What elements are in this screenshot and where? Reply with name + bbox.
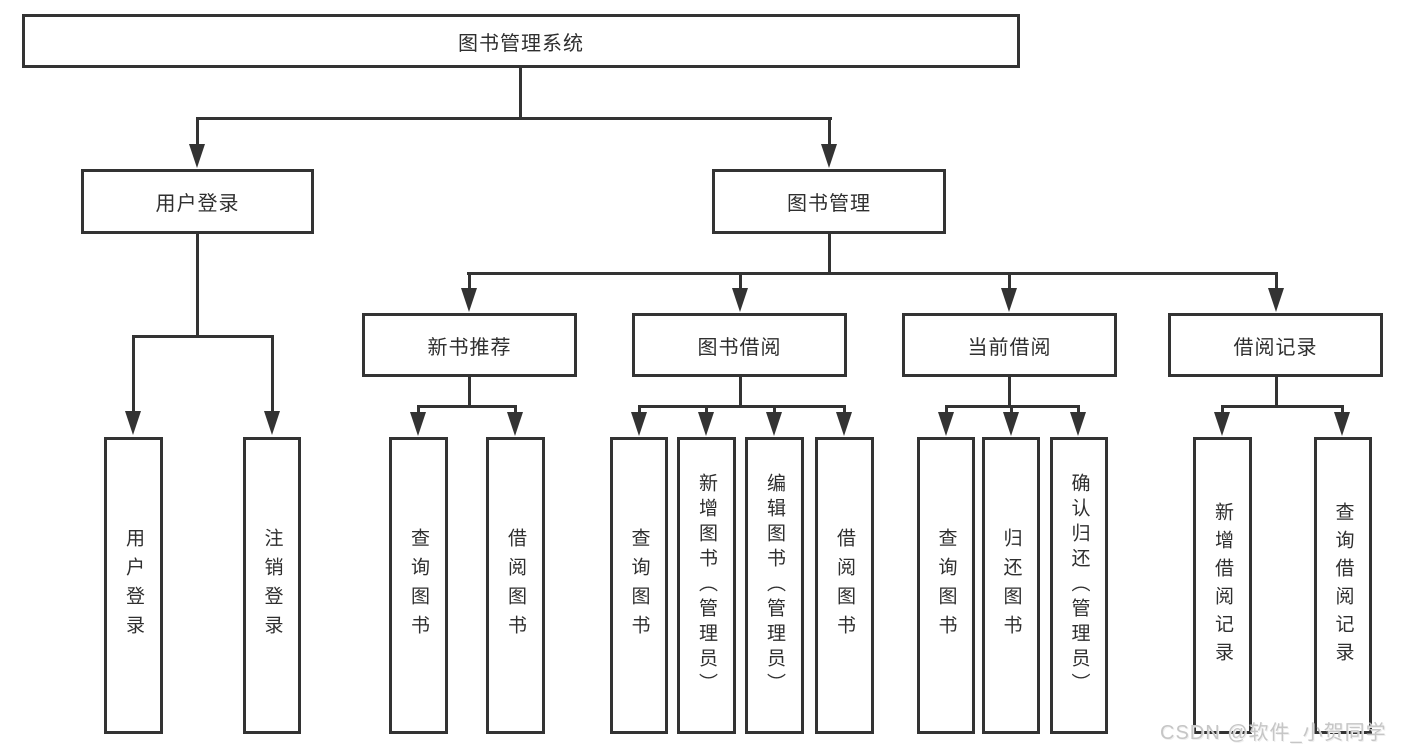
connector-borrow-record-horizontal xyxy=(1221,405,1344,408)
connector-level3-horizontal xyxy=(467,272,1278,275)
leaf-label: 查询图书 xyxy=(628,527,650,644)
leaf-label: 查询图书 xyxy=(935,527,957,644)
leaf-query-book-current: 查询图书 xyxy=(917,437,975,734)
connector-user-login-horizontal xyxy=(132,335,274,338)
arrowhead-book-borrow xyxy=(732,288,748,312)
leaf-label: 借阅图书 xyxy=(834,527,855,644)
arrowhead-new-book xyxy=(461,288,477,312)
arrowhead-leaf xyxy=(631,412,647,436)
node-label: 用户登录 xyxy=(155,193,240,215)
arrowhead-current-borrow xyxy=(1001,288,1017,312)
arrowhead-book-mgmt xyxy=(821,144,837,168)
connector-to-book-borrow xyxy=(739,272,742,290)
connector-to-borrow-record xyxy=(1275,272,1278,290)
connector-leaf xyxy=(773,405,776,415)
leaf-add-borrow-record: 新增借阅记录 xyxy=(1193,437,1252,734)
leaf-user-login: 用户登录 xyxy=(104,437,163,734)
node-book-mgmt: 图书管理 xyxy=(712,169,946,234)
leaf-edit-book-admin: 编辑图书（管理员） xyxy=(745,437,804,734)
node-label: 图书管理系统 xyxy=(458,32,584,55)
leaf-confirm-return-admin: 确认归还（管理员） xyxy=(1050,437,1108,734)
node-user-login: 用户登录 xyxy=(81,169,314,234)
node-current-borrow: 当前借阅 xyxy=(902,313,1117,377)
leaf-query-borrow-record: 查询借阅记录 xyxy=(1314,437,1372,734)
leaf-label: 确认归还（管理员） xyxy=(1068,473,1090,698)
node-label: 新书推荐 xyxy=(427,336,512,359)
leaf-query-book-borrow: 查询图书 xyxy=(610,437,668,734)
arrowhead-borrow-record xyxy=(1268,288,1284,312)
node-book-management-system: 图书管理系统 xyxy=(22,14,1020,68)
arrowhead-leaf xyxy=(1070,412,1086,436)
connector-user-login-down xyxy=(196,234,199,335)
leaf-query-book-recommend: 查询图书 xyxy=(389,437,448,734)
connector-new-book-horizontal xyxy=(417,405,517,408)
connector-to-new-book xyxy=(468,272,471,290)
node-new-book-recommend: 新书推荐 xyxy=(362,313,577,377)
leaf-label: 新增借阅记录 xyxy=(1212,501,1233,670)
arrowhead-leaf xyxy=(766,412,782,436)
connector-to-current-borrow xyxy=(1008,272,1011,290)
arrowhead-leaf xyxy=(1214,412,1230,436)
connector-leaf xyxy=(843,405,846,415)
connector-book-borrow-down xyxy=(739,377,742,405)
connector-to-leaf-logout xyxy=(271,335,274,412)
arrowhead-user-login xyxy=(189,144,205,168)
connector-leaf xyxy=(1341,405,1344,415)
connector-leaf xyxy=(945,405,948,415)
leaf-borrow-book: 借阅图书 xyxy=(815,437,874,734)
connector-leaf xyxy=(1221,405,1224,415)
connector-leaf xyxy=(705,405,708,415)
leaf-borrow-book-recommend: 借阅图书 xyxy=(486,437,545,734)
leaf-label: 查询借阅记录 xyxy=(1332,501,1354,670)
leaf-label: 注销登录 xyxy=(261,527,283,644)
node-label: 图书管理 xyxy=(787,193,871,215)
connector-leaf xyxy=(1010,405,1013,415)
connector-root-down xyxy=(519,68,522,117)
node-label: 图书借阅 xyxy=(697,336,782,359)
leaf-label: 归还图书 xyxy=(1000,527,1022,644)
node-label: 当前借阅 xyxy=(967,336,1052,359)
connector-to-user-login xyxy=(196,117,199,147)
connector-leaf xyxy=(514,405,517,415)
csdn-watermark: CSDN @软件_小贺同学 xyxy=(1160,722,1387,744)
leaf-return-book: 归还图书 xyxy=(982,437,1040,734)
leaf-add-book-admin: 新增图书（管理员） xyxy=(677,437,736,734)
arrowhead-leaf xyxy=(836,412,852,436)
connector-new-book-down xyxy=(468,377,471,405)
arrowhead-leaf xyxy=(938,412,954,436)
arrowhead-leaf-login xyxy=(125,411,141,435)
node-borrow-record: 借阅记录 xyxy=(1168,313,1383,377)
leaf-label: 借阅图书 xyxy=(505,527,526,644)
leaf-logout: 注销登录 xyxy=(243,437,301,734)
connector-leaf xyxy=(638,405,641,415)
connector-book-borrow-horizontal xyxy=(638,405,846,408)
arrowhead-leaf xyxy=(1003,412,1019,436)
arrowhead-leaf xyxy=(1334,412,1350,436)
leaf-label: 查询图书 xyxy=(408,527,429,644)
leaf-label: 用户登录 xyxy=(123,527,144,644)
leaf-label: 新增图书（管理员） xyxy=(696,473,717,698)
connector-leaf xyxy=(1077,405,1080,415)
arrowhead-leaf-logout xyxy=(264,411,280,435)
connector-leaf xyxy=(417,405,420,415)
connector-current-borrow-down xyxy=(1008,377,1011,405)
connector-to-leaf-login xyxy=(132,335,135,412)
arrowhead-leaf xyxy=(410,412,426,436)
connector-to-book-mgmt xyxy=(828,117,831,147)
arrowhead-leaf xyxy=(507,412,523,436)
leaf-label: 编辑图书（管理员） xyxy=(764,473,785,698)
connector-book-mgmt-down xyxy=(828,234,831,272)
node-label: 借阅记录 xyxy=(1233,336,1318,359)
connector-borrow-record-down xyxy=(1275,377,1278,405)
node-book-borrow: 图书借阅 xyxy=(632,313,847,377)
connector-level1-horizontal xyxy=(196,117,832,120)
arrowhead-leaf xyxy=(698,412,714,436)
